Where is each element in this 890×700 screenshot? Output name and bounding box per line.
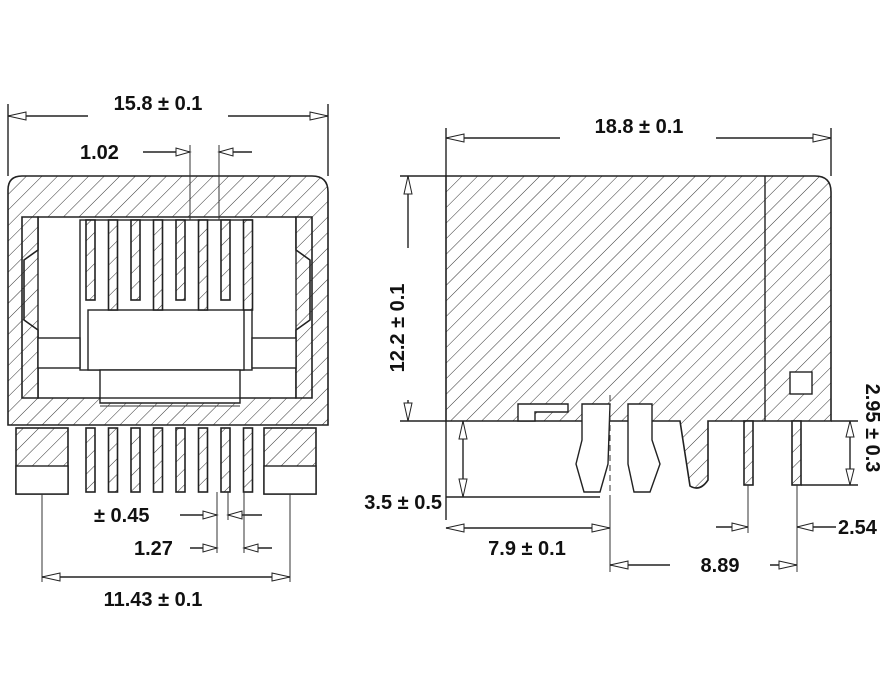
right-mount-post-tip [263,465,317,495]
contact-blade [197,219,209,311]
front-pin [220,427,231,493]
dim-pin-thickness: ± 0.45 [94,505,149,527]
dim-pin-length: 2.95 ± 0.3 [861,384,883,473]
front-pin [175,427,186,493]
front-pin [130,427,141,493]
right-latch [295,216,313,399]
front-pin [152,427,164,493]
front-pin [85,427,96,493]
dim-pin-row-spacing: 2.54 [838,517,878,539]
side-boss [789,371,813,395]
front-view: 15.8 ± 0.1 1.02 ± 0.45 1.27 11.43 ± 0.1 [7,93,329,611]
front-pin [197,427,209,493]
side-post-right [627,403,661,493]
contact-blade [175,219,186,301]
front-pins [85,427,254,493]
dim-post-offset: 7.9 ± 0.1 [488,538,566,560]
front-pin [242,427,254,493]
contact-blade [130,219,141,301]
dim-post-spacing: 11.43 ± 0.1 [104,589,203,611]
side-notch [517,403,569,422]
insert-lower-block [87,309,245,371]
dim-pin-width: 1.02 [80,142,119,164]
dim-side-height: 12.2 ± 0.1 [387,284,409,373]
dim-front-width: 15.8 ± 0.1 [114,93,203,115]
dim-post-length: 3.5 ± 0.5 [364,492,442,514]
side-pin-1 [743,420,754,486]
side-view: 18.8 ± 0.1 12.2 ± 0.1 3.5 ± 0.5 7.9 ± 0.… [364,116,883,577]
contact-blade [107,219,119,311]
dim-pin-pitch: 1.27 [134,538,173,560]
contact-blade [220,219,231,301]
left-ledge [37,337,81,369]
side-pin-2 [791,420,802,486]
side-post-left [575,403,611,493]
left-latch [21,216,39,399]
front-pin [107,427,119,493]
dim-side-depth: 18.8 ± 0.1 [595,116,684,138]
left-mount-post-tip [15,465,69,495]
insert-tab [99,369,241,399]
contact-blade [152,219,164,311]
right-ledge [251,337,297,369]
contact-blade [85,219,96,301]
front-contacts [85,219,254,311]
contact-blade [242,219,254,311]
dim-post-to-pin: 8.89 [701,555,740,577]
